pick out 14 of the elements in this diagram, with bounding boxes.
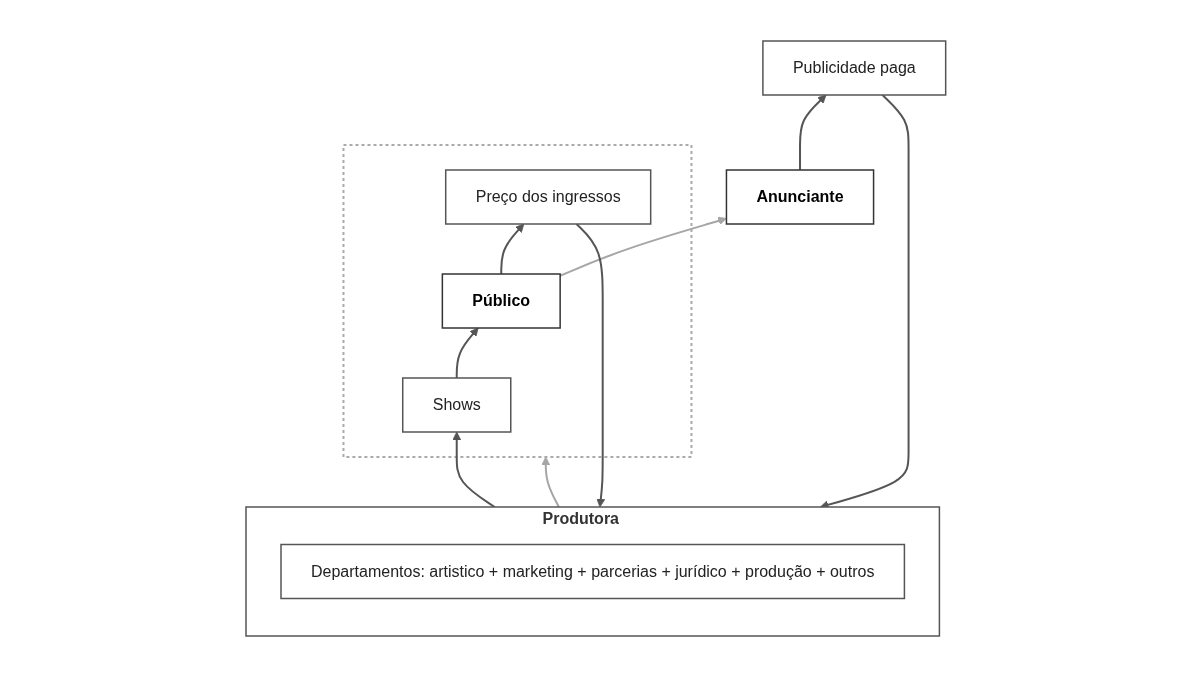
arrow: [558, 216, 727, 277]
node-box: Público: [441, 273, 561, 329]
arrow: [798, 94, 827, 171]
node-box: Departamentos: artistico + marketing + parcerias + jurídico + produção + outros: [279, 543, 905, 600]
cluster: [342, 144, 693, 458]
arrow: [541, 456, 560, 508]
arrow: [455, 327, 479, 379]
arrow: [499, 223, 524, 275]
arrow: [452, 431, 496, 508]
node-box: Publicidade paga: [761, 40, 947, 96]
node-box: Anunciante: [725, 169, 874, 225]
node-box: Shows: [401, 377, 512, 433]
arrow: [575, 223, 605, 508]
node-box: Preço dos ingressos: [444, 169, 652, 225]
